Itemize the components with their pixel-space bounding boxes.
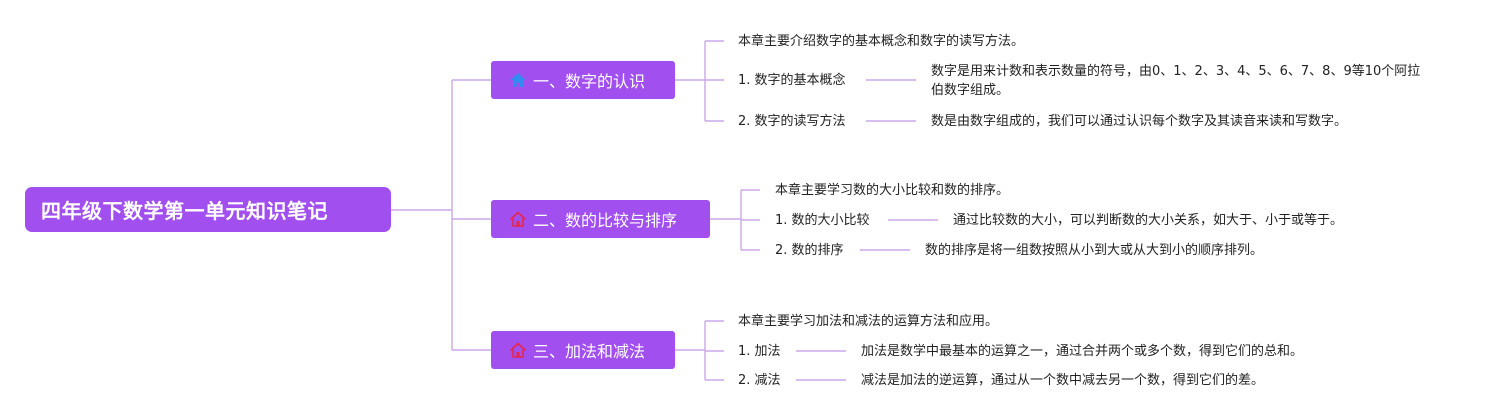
- branch-1-item-1-detail: 数字是用来计数和表示数量的符号，由0、1、2、3、4、5、6、7、8、9等10个…: [931, 64, 1421, 98]
- branch-3-intro: 本章主要学习加法和减法的运算方法和应用。: [738, 314, 999, 329]
- branch-title: 三、加法和减法: [533, 342, 646, 361]
- branch-node-1[interactable]: 一、数字的认识: [491, 61, 675, 99]
- branch-1-intro: 本章主要介绍数字的基本概念和数字的读写方法。: [738, 34, 1025, 49]
- house-icon: [510, 73, 526, 87]
- branch-2-item-1-label: 1. 数的大小比较: [775, 213, 870, 228]
- branch-2-item-2-label: 2. 数的排序: [775, 243, 844, 258]
- branch-title: 二、数的比较与排序: [533, 211, 678, 230]
- branch-node-2[interactable]: 二、数的比较与排序: [491, 200, 710, 238]
- branch-1-item-2-detail: 数是由数字组成的，我们可以通过认识每个数字及其读音来读和写数字。: [931, 114, 1348, 129]
- house-icon: [510, 342, 526, 358]
- branch-2-item-1-detail: 通过比较数的大小，可以判断数的大小关系，如大于、小于或等于。: [953, 213, 1344, 228]
- root-node[interactable]: 四年级下数学第一单元知识笔记: [25, 187, 391, 232]
- branch-node-3[interactable]: 三、加法和减法: [491, 331, 675, 369]
- branch-3-item-2-detail: 减法是加法的逆运算，通过从一个数中减去另一个数，得到它们的差。: [861, 373, 1265, 388]
- branch-2-item-2-detail: 数的排序是将一组数按照从小到大或从大到小的顺序排列。: [925, 243, 1264, 258]
- branch-3-item-2-label: 2. 减法: [738, 373, 781, 388]
- branch-1-item-1-label: 1. 数字的基本概念: [738, 73, 846, 88]
- branch-3-item-1-label: 1. 加法: [738, 344, 781, 359]
- branch-title: 一、数字的认识: [533, 72, 646, 91]
- branch-2-intro: 本章主要学习数的大小比较和数的排序。: [775, 183, 1010, 198]
- branch-3-item-1-detail: 加法是数学中最基本的运算之一，通过合并两个或多个数，得到它们的总和。: [861, 344, 1304, 359]
- house-icon: [510, 211, 526, 227]
- branch-1-item-2-label: 2. 数字的读写方法: [738, 114, 846, 129]
- root-title: 四年级下数学第一单元知识笔记: [41, 199, 328, 223]
